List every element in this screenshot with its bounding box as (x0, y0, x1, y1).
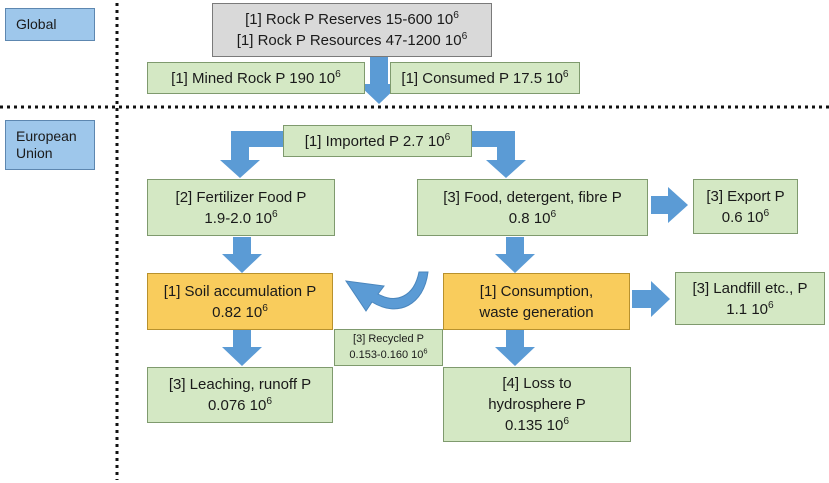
recycled-label: [3] Recycled P (353, 332, 424, 345)
export-label: [3] Export P (706, 187, 785, 205)
loss-line2: hydrosphere P (488, 396, 586, 413)
leaching-value: 0.076 10 (207, 397, 267, 414)
node-fertilizer: [2] Fertilizer Food P 1.9-2.0 106 (147, 179, 335, 236)
food-exp: 6 (550, 208, 557, 220)
imported-text: [1] Imported P 2.7 10 (304, 132, 445, 150)
soil-label: [1] Soil accumulation P (163, 282, 317, 300)
consumption-line1: [1] Consumption, (479, 282, 594, 300)
arrow-consumption-to-loss (495, 330, 535, 366)
arrow-consumption-to-landfill (632, 281, 670, 317)
node-leaching-runoff: [3] Leaching, runoff P 0.076 106 (147, 367, 333, 423)
arrow-recycled-curved (344, 271, 429, 312)
recycled-exp: 6 (423, 345, 428, 355)
node-consumption: [1] Consumption, waste generation (443, 273, 630, 330)
rock-reserves-exp: 6 (453, 10, 459, 21)
rock-reserves-text: [1] Rock P Reserves 15-600 10 (245, 11, 454, 28)
mined-rock-exp: 6 (335, 68, 341, 80)
region-label-eu: European Union (5, 120, 95, 170)
arrow-rock-down (358, 56, 400, 104)
arrow-imported-to-fertilizer (220, 131, 283, 178)
node-recycled: [3] Recycled P 0.153-0.160 106 (334, 329, 443, 366)
fertilizer-label: [2] Fertilizer Food P (175, 188, 307, 206)
arrow-food-to-consumption (495, 237, 535, 273)
landfill-value: 1.1 10 (726, 300, 769, 318)
landfill-label: [3] Landfill etc., P (692, 279, 808, 297)
export-value: 0.6 10 (721, 208, 764, 226)
loss-exp: 6 (563, 416, 570, 427)
loss-line1: [4] Loss to (502, 375, 572, 392)
soil-value: 0.82 10 (212, 303, 263, 321)
rock-resources-line: [1] Rock P Resources 47-1200 106 (237, 30, 468, 51)
node-imported: [1] Imported P 2.7 106 (283, 125, 472, 157)
region-label-global: Global (5, 8, 95, 41)
region-eu-line1: European (16, 127, 77, 144)
rock-resources-text: [1] Rock P Resources 47-1200 10 (236, 32, 462, 49)
landfill-exp: 6 (768, 299, 774, 311)
recycled-value: 0.153-0.160 10 (349, 348, 424, 361)
rock-reserves-line: [1] Rock P Reserves 15-600 106 (245, 9, 459, 30)
fertilizer-value: 1.9-2.0 10 (204, 209, 272, 227)
node-export: [3] Export P 0.6 106 (693, 179, 798, 234)
node-soil-accumulation: [1] Soil accumulation P 0.82 106 (147, 273, 333, 330)
arrow-imported-to-food (472, 131, 526, 178)
consumption-line2: waste generation (479, 303, 594, 321)
soil-exp: 6 (262, 302, 268, 314)
region-eu-line2: Union (16, 145, 53, 161)
node-landfill: [3] Landfill etc., P 1.1 106 (675, 272, 825, 325)
loss-value: 0.135 10 (504, 417, 564, 434)
export-exp: 6 (763, 207, 770, 219)
consumed-exp: 6 (562, 68, 569, 80)
fertilizer-exp: 6 (271, 208, 278, 220)
leaching-label: [3] Leaching, runoff P (168, 376, 312, 393)
mined-rock-text: [1] Mined Rock P 190 10 (171, 69, 336, 87)
arrow-fertilizer-to-soil (222, 237, 262, 273)
food-value: 0.8 10 (508, 209, 551, 227)
region-global-text: Global (16, 15, 57, 32)
node-loss-to-hydrosphere: [4] Loss to hydrosphere P 0.135 106 (443, 367, 631, 442)
imported-exp: 6 (444, 131, 451, 143)
arrow-food-to-export (651, 187, 688, 223)
node-mined-rock: [1] Mined Rock P 190 106 (147, 62, 365, 94)
consumed-text: [1] Consumed P 17.5 10 (401, 69, 563, 87)
node-food-detergent-fibre: [3] Food, detergent, fibre P 0.8 106 (417, 179, 648, 236)
node-rock-reserves: [1] Rock P Reserves 15-600 106 [1] Rock … (212, 3, 492, 57)
food-label: [3] Food, detergent, fibre P (443, 188, 622, 206)
arrow-soil-to-leaching (222, 330, 262, 366)
rock-resources-exp: 6 (461, 31, 468, 42)
leaching-exp: 6 (266, 396, 273, 407)
node-consumed: [1] Consumed P 17.5 106 (390, 62, 580, 94)
